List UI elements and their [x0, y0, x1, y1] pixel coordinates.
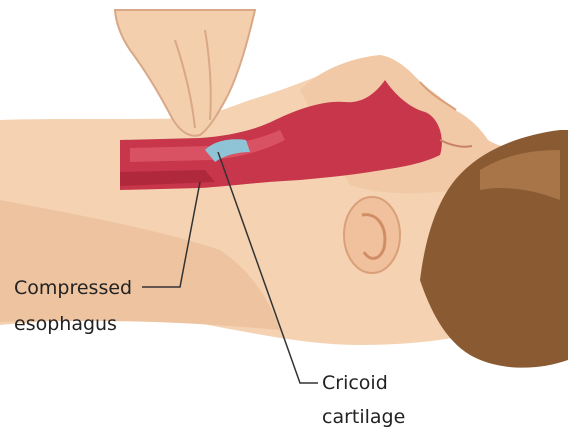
label-cartilage: cartilage — [322, 408, 405, 427]
ear — [344, 197, 400, 273]
label-esophagus: esophagus — [14, 315, 117, 334]
label-compressed: Compressed — [14, 279, 132, 298]
label-cricoid: Cricoid — [322, 374, 388, 393]
